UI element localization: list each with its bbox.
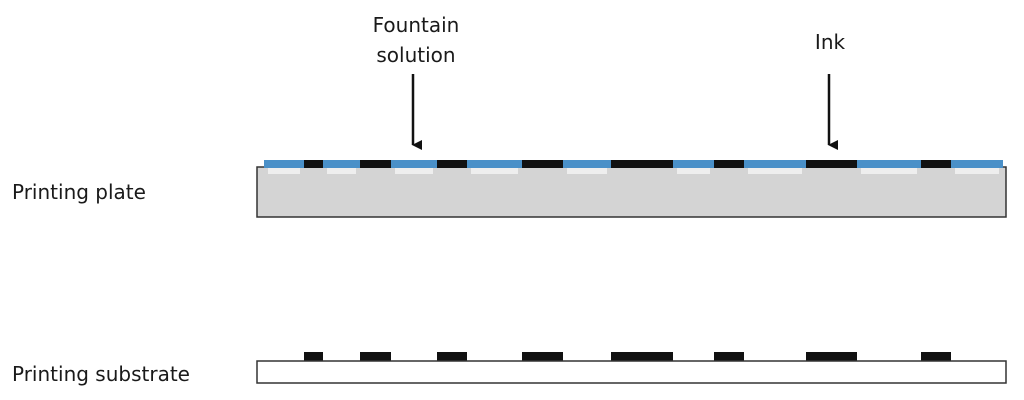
non-image-area: [861, 168, 917, 174]
ink-film-substrate: [522, 352, 563, 361]
ink-film-substrate: [304, 352, 323, 361]
non-image-area: [268, 168, 300, 174]
fountain-solution-film: [951, 160, 1003, 168]
ink-film-plate: [360, 160, 391, 168]
printing-substrate: [256, 360, 1007, 384]
ink-film-substrate: [611, 352, 673, 361]
ink-film-plate: [437, 160, 467, 168]
non-image-area: [327, 168, 356, 174]
non-image-area: [567, 168, 607, 174]
non-image-area: [955, 168, 999, 174]
fountain-label-line2: solution: [376, 43, 456, 67]
printing-substrate-label: Printing substrate: [12, 362, 190, 386]
ink-film-plate: [921, 160, 951, 168]
fountain-solution-film: [857, 160, 921, 168]
fountain-label-line1: Fountain: [372, 13, 460, 37]
ink-film-plate: [304, 160, 323, 168]
fountain-solution-film: [264, 160, 304, 168]
ink-film-substrate: [806, 352, 857, 361]
plate-surface-layers: [264, 160, 1003, 174]
ink-film-substrate: [360, 352, 391, 361]
ink-film-plate: [806, 160, 857, 168]
printing-plate: [256, 166, 1007, 218]
ink-film-substrate: [921, 352, 951, 361]
ink-label: Ink: [814, 30, 846, 54]
printing-plate-label: Printing plate: [12, 180, 146, 204]
non-image-area: [395, 168, 433, 174]
non-image-area: [748, 168, 802, 174]
fountain-solution-film: [467, 160, 522, 168]
fountain-solution-film: [563, 160, 611, 168]
fountain-solution-film: [323, 160, 360, 168]
transferred-ink-layer: [304, 352, 951, 361]
ink-film-plate: [714, 160, 744, 168]
fountain-solution-label: Fountain solution: [316, 10, 516, 70]
ink-film-substrate: [714, 352, 744, 361]
ink-film-plate: [522, 160, 563, 168]
ink-film-substrate: [437, 352, 467, 361]
non-image-area: [471, 168, 518, 174]
fountain-solution-film: [673, 160, 714, 168]
ink-film-plate: [611, 160, 673, 168]
fountain-solution-film: [391, 160, 437, 168]
fountain-solution-film: [744, 160, 806, 168]
non-image-area: [677, 168, 710, 174]
